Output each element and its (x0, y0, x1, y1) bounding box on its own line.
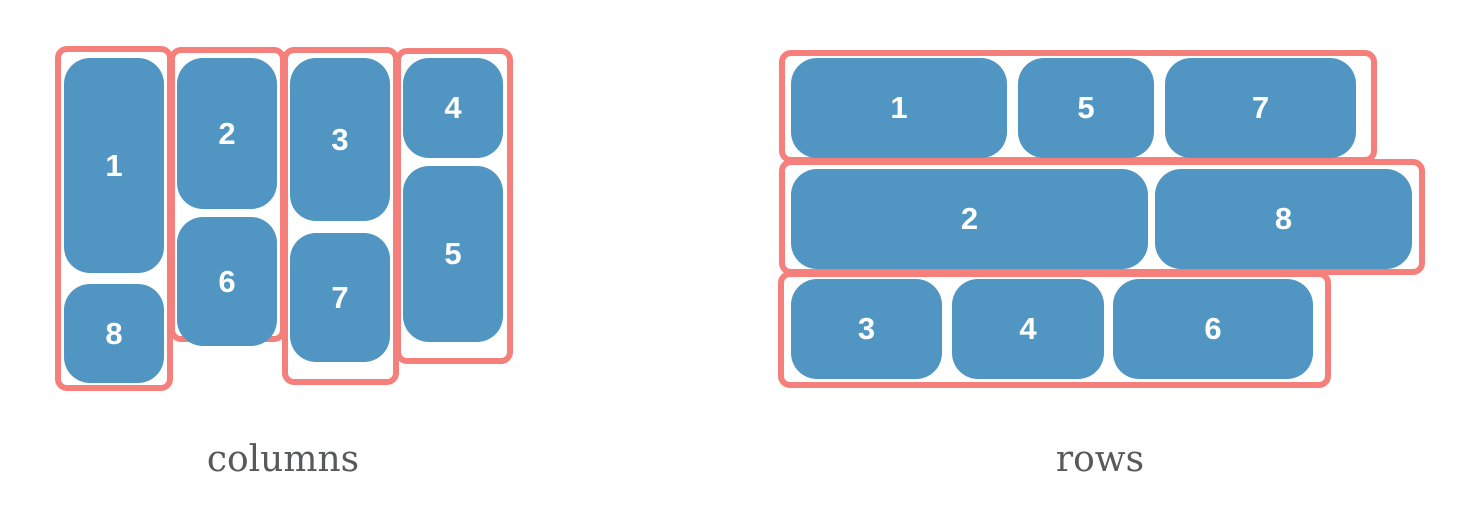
tile: 8 (64, 284, 164, 383)
tile-label: 7 (331, 279, 349, 315)
tile: 4 (952, 279, 1104, 379)
tile-label: 8 (105, 315, 123, 351)
tile: 3 (290, 58, 390, 221)
tile: 1 (791, 58, 1007, 158)
tile-label: 4 (444, 90, 462, 125)
tile-label: 6 (218, 263, 236, 299)
tile: 2 (791, 169, 1148, 269)
tile-label: 4 (1019, 311, 1037, 346)
tile: 3 (791, 279, 942, 379)
tile: 7 (1165, 58, 1356, 158)
tile-label: 8 (1274, 201, 1293, 236)
tile: 2 (177, 58, 277, 209)
tile: 4 (403, 58, 503, 158)
tile-label: 2 (960, 201, 979, 236)
tile-label: 3 (331, 121, 349, 157)
tile: 6 (1113, 279, 1313, 379)
tile-label: 6 (1204, 311, 1222, 346)
tile-label: 1 (105, 147, 123, 183)
rows-caption: rows (1055, 439, 1145, 480)
tile-label: 5 (444, 236, 462, 271)
tile-label: 2 (218, 115, 236, 151)
tile-label: 1 (890, 90, 908, 125)
tile-label: 5 (1077, 90, 1095, 125)
tile: 7 (290, 233, 390, 362)
tile-label: 3 (857, 311, 876, 346)
tile: 5 (403, 166, 503, 342)
tile: 5 (1018, 58, 1154, 158)
tile: 6 (177, 217, 277, 346)
columns-caption: columns (206, 439, 360, 480)
tile: 8 (1155, 169, 1412, 269)
tile: 1 (64, 58, 164, 273)
tile-label: 7 (1251, 90, 1270, 125)
